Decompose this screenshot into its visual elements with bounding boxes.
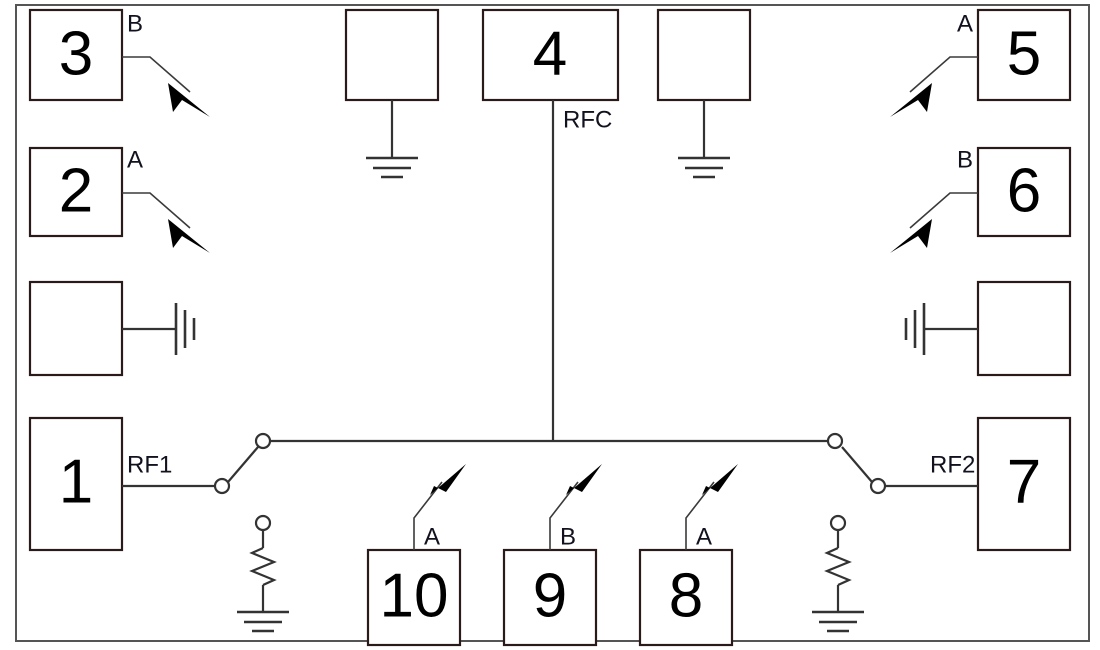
port-label-rf2: RF2 <box>930 451 975 478</box>
resistor-left-node[interactable] <box>254 514 272 532</box>
block-3-body <box>28 8 124 102</box>
switch-left-throw-node[interactable] <box>254 432 272 450</box>
antenna-b5 <box>890 56 978 117</box>
block-6-body <box>976 146 1072 238</box>
gnd-top-left-icon <box>366 100 418 179</box>
block-6-label: 6 <box>1007 156 1041 225</box>
resistor-right <box>812 514 864 633</box>
antenna-b6 <box>890 192 978 253</box>
switch-left[interactable] <box>122 432 272 495</box>
block-7[interactable]: 7 <box>976 416 1072 552</box>
switch-right-throw-node[interactable] <box>826 432 844 450</box>
block-top-left-ground[interactable] <box>344 8 440 102</box>
port-label-b8: A <box>696 523 712 550</box>
port-label-rfc: RFC <box>563 106 612 133</box>
block-9[interactable]: 9 <box>502 548 598 647</box>
block-10-label: 10 <box>380 561 449 630</box>
antenna-b3 <box>122 56 210 117</box>
antenna-b9 <box>549 464 602 550</box>
port-label-b9: B <box>560 523 576 550</box>
block-right-ground-body <box>976 280 1072 377</box>
block-top-right-ground-body <box>656 8 752 102</box>
block-left-ground-body <box>28 280 124 377</box>
port-label-b5: A <box>957 10 973 37</box>
block-8[interactable]: 8 <box>638 548 734 647</box>
switch-left-blade <box>227 446 259 483</box>
port-label-b3: B <box>127 10 143 37</box>
block-3-label: 3 <box>59 19 93 88</box>
port-label-b2: A <box>127 146 143 173</box>
block-top-right-ground[interactable] <box>656 8 752 102</box>
block-1-body <box>28 416 124 552</box>
port-label-b10: A <box>424 523 440 550</box>
block-10[interactable]: 10 <box>366 548 462 647</box>
block-5-label: 5 <box>1007 19 1041 88</box>
switch-right-blade <box>841 446 873 483</box>
block-left-ground[interactable] <box>28 280 124 377</box>
antenna-b2 <box>122 192 210 253</box>
block-9-label: 9 <box>533 561 567 630</box>
block-1[interactable]: 1 <box>28 416 124 552</box>
block-8-body <box>638 548 734 647</box>
gnd-mid-right-icon <box>904 303 978 355</box>
resistor-right-node[interactable] <box>829 514 847 532</box>
antenna-b10 <box>413 464 466 550</box>
block-1-label: 1 <box>59 447 93 516</box>
block-4-body <box>481 8 620 102</box>
antenna-b8 <box>685 464 738 550</box>
gnd-top-right-icon <box>678 100 730 179</box>
block-right-ground[interactable] <box>976 280 1072 377</box>
block-7-body <box>976 416 1072 552</box>
block-2-label: 2 <box>59 156 93 225</box>
switch-right[interactable] <box>826 432 978 495</box>
block-5-body <box>976 8 1072 102</box>
block-5[interactable]: 5 <box>976 8 1072 102</box>
block-2-body <box>28 146 124 238</box>
resistor-left <box>237 514 289 633</box>
block-10-body <box>366 548 462 647</box>
block-7-label: 7 <box>1007 447 1041 516</box>
block-8-label: 8 <box>669 561 703 630</box>
gnd-mid-left-icon <box>122 303 196 355</box>
switch-right-common-node[interactable] <box>869 477 887 495</box>
block-4-label: 4 <box>533 19 567 88</box>
block-2[interactable]: 2 <box>28 146 124 238</box>
block-3[interactable]: 3 <box>28 8 124 102</box>
block-6[interactable]: 6 <box>976 146 1072 238</box>
block-4[interactable]: 4 <box>481 8 620 102</box>
port-label-rf1: RF1 <box>127 451 172 478</box>
block-9-body <box>502 548 598 647</box>
block-top-left-ground-body <box>344 8 440 102</box>
switch-left-common-node[interactable] <box>213 477 231 495</box>
port-label-b6: B <box>957 146 973 173</box>
